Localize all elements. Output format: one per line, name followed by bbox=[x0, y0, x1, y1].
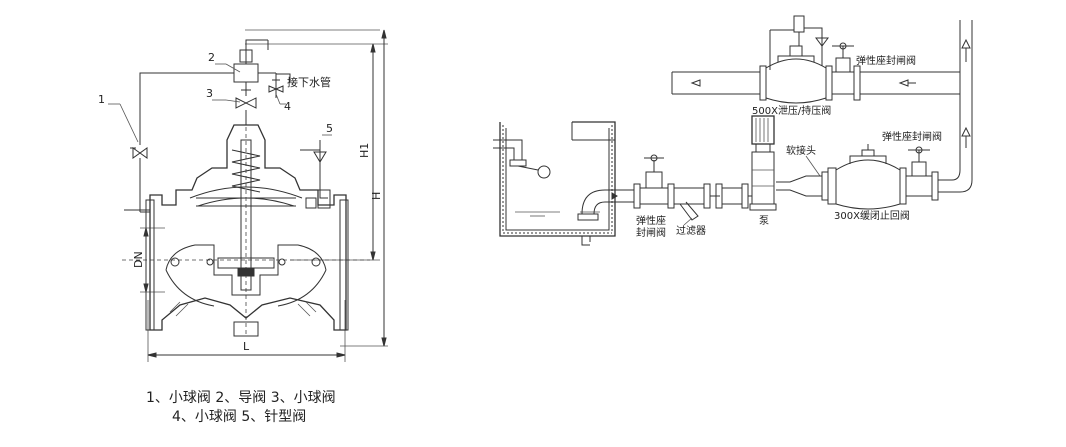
check-valve-label: 300X缓闭止回阀 bbox=[834, 209, 910, 222]
drain-pipe-label: 接下水管 bbox=[287, 75, 331, 89]
outlet-gate-valve-label: 弹性座封闸阀 bbox=[882, 130, 942, 143]
pump-system-drawing bbox=[493, 15, 973, 246]
callout-5: 5 bbox=[326, 122, 333, 135]
legend-line-2: 4、小球阀 5、针型阀 bbox=[172, 409, 306, 425]
pump-label: 泵 bbox=[759, 215, 769, 227]
dim-dn-label: DN bbox=[132, 251, 145, 268]
dim-h1-label: H1 bbox=[358, 143, 371, 158]
callout-3: 3 bbox=[206, 87, 213, 100]
callout-2: 2 bbox=[208, 51, 215, 64]
dim-h-label: H bbox=[370, 192, 383, 200]
strainer-label: 过滤器 bbox=[676, 224, 706, 237]
callout-4: 4 bbox=[284, 100, 291, 113]
dim-l-label: L bbox=[243, 340, 250, 353]
callout-1: 1 bbox=[98, 93, 105, 106]
relief-valve-label: 500X泄压/持压阀 bbox=[752, 104, 831, 117]
inlet-gate-valve-label-1: 弹性座 bbox=[636, 214, 666, 227]
valve-section-drawing bbox=[108, 29, 388, 362]
top-gate-valve-label: 弹性座封闸阀 bbox=[856, 54, 916, 67]
legend-line-1: 1、小球阀 2、导阀 3、小球阀 bbox=[146, 390, 336, 406]
inlet-gate-valve-label-2: 封闸阀 bbox=[636, 226, 666, 239]
soft-joint-label: 软接头 bbox=[786, 144, 816, 157]
